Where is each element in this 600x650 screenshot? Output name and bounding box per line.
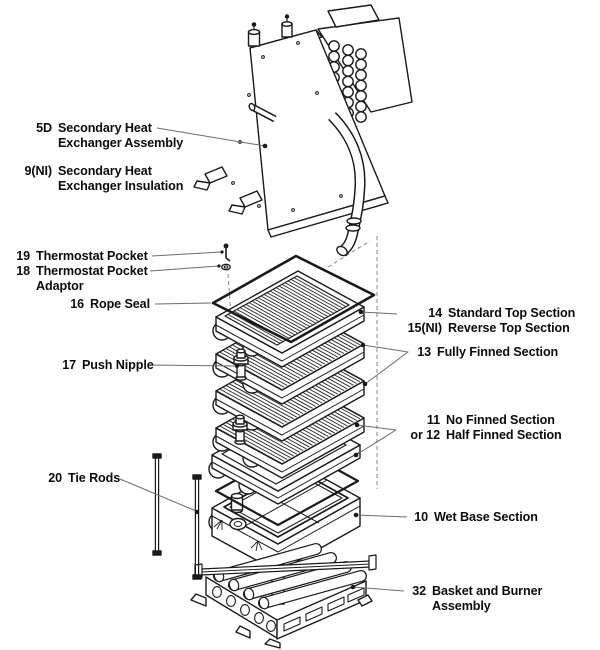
thermostat-pocket-parts: [221, 243, 231, 271]
part-name: Tie Rods: [68, 471, 121, 485]
part-number: 5D: [36, 121, 52, 135]
label-secondary-heat-exchanger-insulation: 9(NI) Secondary Heat Exchanger Insulatio…: [16, 164, 184, 194]
basket-burner-drawing: [190, 543, 377, 649]
label-secondary-heat-exchanger-assembly: 5D Secondary Heat Exchanger Assembly: [16, 121, 183, 151]
secondary-heat-exchanger-drawing: [193, 4, 413, 257]
part-number: 11: [426, 413, 440, 427]
part-number: 32: [412, 584, 426, 598]
label-top-sections: 14 Standard Top Section 15(NI) Reverse T…: [400, 306, 576, 336]
label-push-nipple: 17 Push Nipple: [58, 358, 154, 373]
part-number: or 12: [410, 428, 440, 442]
leader-dots: [194, 143, 368, 590]
part-name: Secondary Heat Exchanger Assembly: [58, 121, 184, 150]
part-number: 10: [414, 510, 428, 524]
part-number: 13: [417, 345, 431, 359]
part-name: Basket and Burner Assembly: [432, 584, 543, 613]
rope-seal-drawing: [211, 254, 376, 344]
part-number: 19: [16, 249, 30, 263]
top-section-drawing: [212, 270, 365, 368]
burner-panels: [190, 576, 373, 649]
part-name: Standard Top Section: [448, 306, 576, 320]
part-number: 18: [16, 264, 30, 278]
part-name: Wet Base Section: [434, 510, 538, 524]
label-fully-finned-section: 13 Fully Finned Section: [413, 345, 558, 360]
part-name: Thermostat Pocket Adaptor: [36, 264, 148, 293]
label-wet-base-section: 10 Wet Base Section: [410, 510, 538, 525]
part-number: 17: [62, 358, 76, 372]
label-rope-seal: 16 Rope Seal: [66, 297, 150, 312]
part-name: Half Finned Section: [446, 428, 562, 442]
push-nipple-parts: [232, 348, 249, 445]
alignment-dashed-lines: [227, 236, 378, 489]
part-number: 20: [48, 471, 62, 485]
leader-lines: [119, 127, 409, 592]
flue-hose: [328, 112, 366, 257]
part-number: 14: [428, 306, 442, 320]
part-name: No Finned Section: [446, 413, 555, 427]
part-name: Reverse Top Section: [448, 321, 570, 335]
part-name: Push Nipple: [82, 358, 154, 372]
label-no-or-half-finned-section: 11 No Finned Section or 12 Half Finned S…: [398, 413, 562, 443]
part-number: 9(NI): [24, 164, 53, 178]
label-basket-and-burner-assembly: 32 Basket and Burner Assembly: [408, 584, 542, 614]
part-number: 16: [70, 297, 84, 311]
tie-rods-drawing: [152, 453, 202, 580]
label-tie-rods: 20 Tie Rods: [44, 471, 120, 486]
label-thermostat-pocket: 19 Thermostat Pocket: [12, 249, 148, 264]
part-name: Secondary Heat Exchanger Insulation: [58, 164, 184, 193]
part-name: Rope Seal: [90, 297, 150, 311]
part-number: 15(NI): [407, 321, 442, 335]
mounting-feet: [193, 166, 263, 215]
vent-fittings: [247, 14, 293, 47]
screw-dots: [231, 41, 343, 212]
label-thermostat-pocket-adaptor: 18 Thermostat Pocket Adaptor: [12, 264, 148, 294]
part-name: Thermostat Pocket: [36, 249, 148, 263]
part-name: Fully Finned Section: [437, 345, 559, 359]
